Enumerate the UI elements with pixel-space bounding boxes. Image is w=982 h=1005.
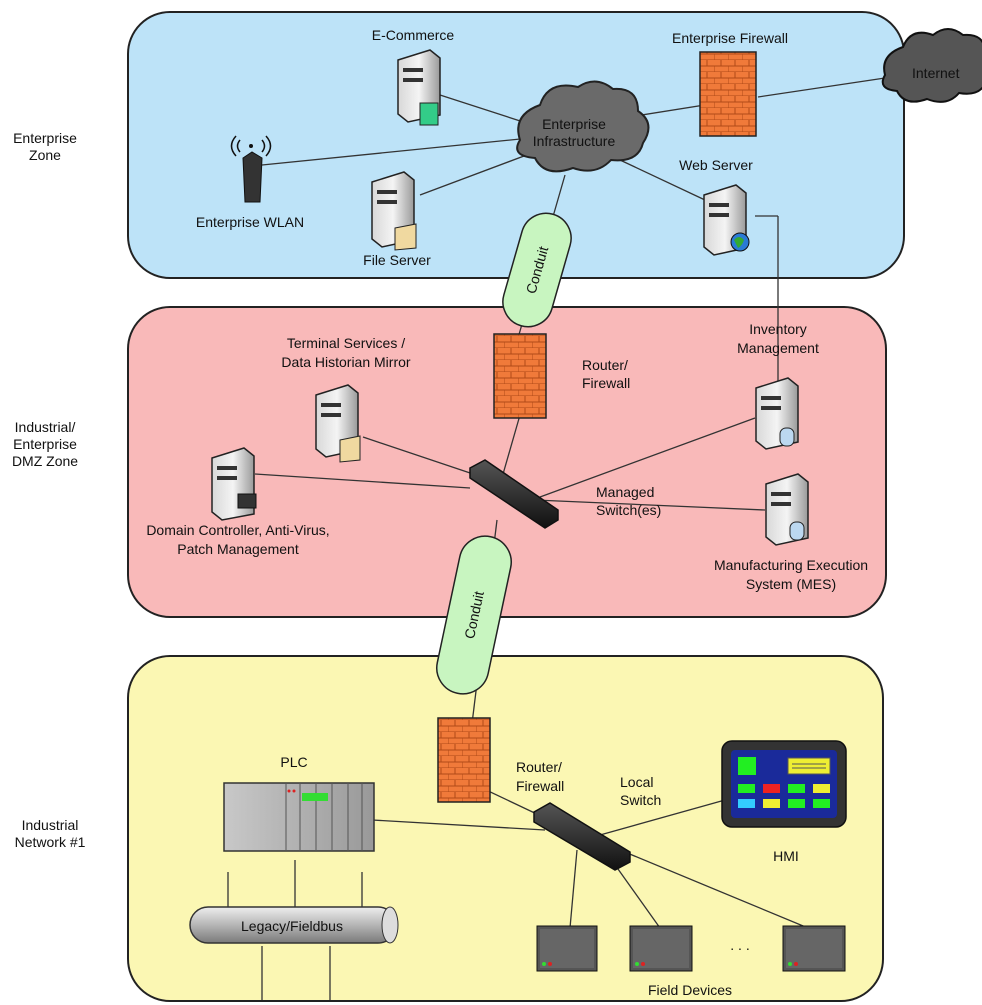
terminal-server-icon (315, 384, 361, 463)
managed-switch-label-2: Switch(es) (596, 502, 661, 518)
industrial-zone-label: Industrial Network #1 (14, 817, 86, 850)
web-server-label: Web Server (679, 157, 753, 173)
plc-icon (223, 782, 375, 852)
domain-controller-icon (211, 447, 257, 521)
conduit-lower (436, 535, 512, 695)
internet-cloud-icon (881, 28, 982, 103)
wlan-antenna-icon (230, 135, 272, 203)
file-server-label: File Server (363, 252, 431, 268)
web-server-icon (703, 184, 750, 256)
mes-label-2: System (MES) (746, 576, 836, 592)
internet-label: Internet (912, 65, 960, 81)
ecommerce-server-icon (397, 49, 441, 126)
enterprise-firewall-icon (699, 51, 757, 137)
industrial-router-label-1: Router/ (516, 759, 562, 775)
mes-label-1: Manufacturing Execution (714, 557, 868, 573)
enterprise-zone-label: Enterprise Zone (13, 130, 77, 163)
terminal-label-2: Data Historian Mirror (281, 354, 410, 370)
field-device-1-icon (536, 925, 598, 972)
field-device-3-icon (782, 925, 846, 972)
industrial-firewall-icon (437, 717, 491, 803)
inventory-server-icon (755, 377, 799, 450)
dmz-router-label-1: Router/ (582, 357, 628, 373)
field-devices-label: Field Devices (648, 982, 732, 998)
hmi-label: HMI (773, 848, 799, 864)
field-devices-ellipsis: . . . (730, 937, 749, 953)
infrastructure-label-1: Enterprise (542, 116, 606, 132)
plc-label: PLC (280, 754, 307, 770)
domain-label-1: Domain Controller, Anti-Virus, (146, 522, 329, 538)
domain-label-2: Patch Management (177, 541, 299, 557)
hmi-icon (721, 740, 847, 828)
inventory-label-1: Inventory (749, 321, 807, 337)
inventory-label-2: Management (737, 340, 819, 356)
conduit-upper (502, 212, 572, 328)
ecommerce-label: E-Commerce (372, 27, 455, 43)
file-server-icon (371, 171, 417, 251)
enterprise-infrastructure-cloud-icon (516, 80, 650, 173)
dmz-router-label-2: Firewall (582, 375, 630, 391)
dmz-firewall-icon (493, 333, 547, 419)
field-device-2-icon (629, 925, 693, 972)
local-switch-label-2: Switch (620, 792, 661, 808)
dmz-zone-label: Industrial/ Enterprise DMZ Zone (11, 419, 79, 469)
enterprise-firewall-label: Enterprise Firewall (672, 30, 788, 46)
fieldbus-pipe-icon (189, 906, 399, 944)
managed-switch-icon (469, 459, 559, 529)
wlan-label: Enterprise WLAN (196, 214, 304, 230)
terminal-label-1: Terminal Services / (287, 335, 405, 351)
fieldbus-label: Legacy/Fieldbus (241, 918, 343, 934)
local-switch-label-1: Local (620, 774, 653, 790)
infrastructure-label-2: Infrastructure (533, 133, 616, 149)
managed-switch-label-1: Managed (596, 484, 654, 500)
mes-server-icon (765, 473, 809, 546)
industrial-router-label-2: Firewall (516, 778, 564, 794)
enterprise-zone (127, 11, 905, 279)
local-switch-icon (533, 802, 631, 871)
